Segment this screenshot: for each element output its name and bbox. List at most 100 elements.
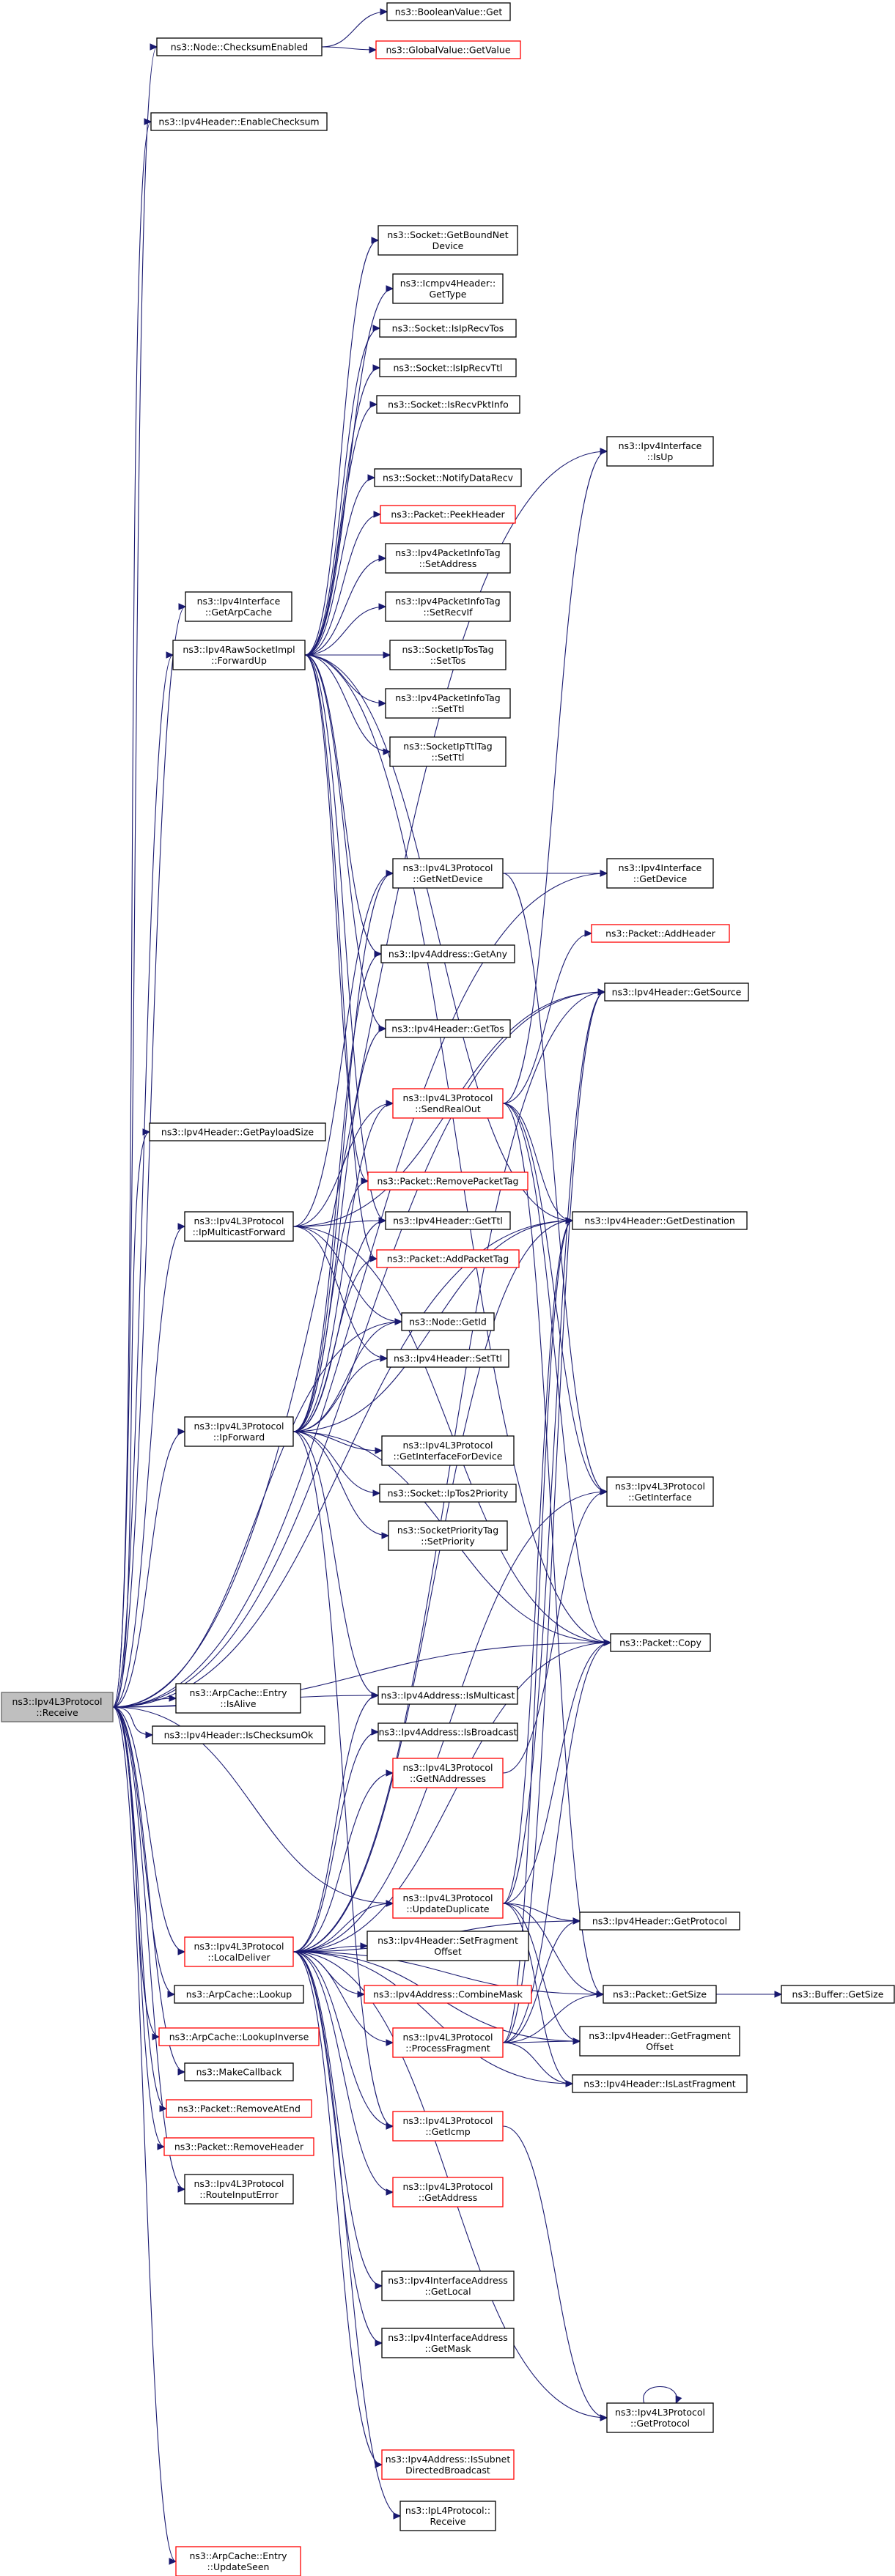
node-localDeliver[interactable]: ns3::Ipv4L3Protocol::LocalDeliver — [184, 1936, 294, 1967]
node-getSource[interactable]: ns3::Ipv4Header::GetSource — [604, 982, 749, 1002]
node-pktInfoSetAddress[interactable]: ns3::Ipv4PacketInfoTag::SetAddress — [385, 543, 511, 574]
node-booleanGet[interactable]: ns3::BooleanValue::Get — [386, 2, 511, 21]
node-box — [389, 640, 507, 670]
node-getTtl[interactable]: ns3::Ipv4Header::GetTtl — [385, 1211, 511, 1230]
node-setPriority[interactable]: ns3::SocketPriorityTag::SetPriority — [388, 1520, 508, 1551]
node-label: ns3::Ipv4Interface — [619, 440, 702, 451]
edge-receive-to-removeHeader — [112, 1706, 166, 2150]
node-isSubnetDirectedBroadcast[interactable]: ns3::Ipv4Address::IsSubnetDirectedBroadc… — [381, 2449, 515, 2480]
node-pktInfoSetRecvIf[interactable]: ns3::Ipv4PacketInfoTag::SetRecvIf — [385, 591, 511, 622]
node-getPayloadSize[interactable]: ns3::Ipv4Header::GetPayloadSize — [149, 1122, 326, 1141]
node-box — [367, 1172, 528, 1191]
node-getAny[interactable]: ns3::Ipv4Address::GetAny — [380, 944, 515, 963]
edge-line — [292, 953, 382, 1432]
node-nodeGetId[interactable]: ns3::Node::GetId — [401, 1312, 495, 1331]
node-addHeader[interactable]: ns3::Packet::AddHeader — [591, 924, 730, 943]
edge-line — [112, 873, 608, 1708]
node-checksumEnabled[interactable]: ns3::Node::ChecksumEnabled — [156, 37, 323, 56]
node-box — [175, 1683, 301, 1714]
edge-arrowhead — [360, 1942, 369, 1950]
node-addPacketTag[interactable]: ns3::Packet::AddPacketTag — [376, 1249, 520, 1268]
node-arpUpdateSeen[interactable]: ns3::ArpCache::Entry::UpdateSeen — [175, 2546, 301, 2576]
node-updateDuplicate[interactable]: ns3::Ipv4L3Protocol::UpdateDuplicate — [392, 1888, 504, 1919]
node-removeHeader[interactable]: ns3::Packet::RemoveHeader — [163, 2137, 314, 2156]
edge-localDeliver-to-l3GetAddress — [292, 1951, 394, 2196]
node-arpLookupInverse[interactable]: ns3::ArpCache::LookupInverse — [158, 2027, 320, 2046]
node-ifaceAddrGetMask[interactable]: ns3::Ipv4InterfaceAddress::GetMask — [381, 2328, 515, 2358]
node-getInterfaceForDevice[interactable]: ns3::Ipv4L3Protocol::GetInterfaceForDevi… — [381, 1435, 515, 1466]
node-packetCopy[interactable]: ns3::Packet::Copy — [610, 1633, 711, 1652]
node-removeAtEnd[interactable]: ns3::Packet::RemoveAtEnd — [166, 2099, 312, 2118]
edge-arrowhead — [378, 555, 387, 562]
node-processFragment[interactable]: ns3::Ipv4L3Protocol::ProcessFragment — [392, 2027, 504, 2058]
node-getArpCache[interactable]: ns3::Ipv4Interface::GetArpCache — [185, 591, 292, 622]
node-ipForward[interactable]: ns3::Ipv4L3Protocol::IpForward — [184, 1416, 294, 1447]
node-isIpRecvTos[interactable]: ns3::Socket::IsIpRecvTos — [379, 319, 517, 338]
node-ttlTagSetTtl[interactable]: ns3::SocketIpTtlTag::SetTtl — [389, 736, 507, 767]
node-getNAddresses[interactable]: ns3::Ipv4L3Protocol::GetNAddresses — [392, 1758, 504, 1788]
node-removePacketTag[interactable]: ns3::Packet::RemovePacketTag — [367, 1172, 528, 1191]
edge-line — [112, 606, 186, 1708]
edge-receive-to-localDeliver — [112, 1706, 186, 1955]
node-label: ns3::Ipv4L3Protocol — [615, 1481, 705, 1492]
node-ifaceAddrGetLocal[interactable]: ns3::Ipv4InterfaceAddress::GetLocal — [381, 2270, 515, 2301]
node-label: ::GetIcmp — [425, 2126, 470, 2137]
node-isLastFragment[interactable]: ns3::Ipv4Header::IsLastFragment — [572, 2074, 748, 2093]
edge-arrowhead — [597, 988, 606, 996]
node-ipMulticastForward[interactable]: ns3::Ipv4L3Protocol::IpMulticastForward — [184, 1211, 294, 1242]
node-notifyDataRecv[interactable]: ns3::Socket::NotifyDataRecv — [374, 468, 522, 487]
node-makeCallback[interactable]: ns3::MakeCallback — [184, 2062, 294, 2081]
node-peekHeader[interactable]: ns3::Packet::PeekHeader — [380, 505, 516, 524]
node-ipL4Receive[interactable]: ns3::IpL4Protocol::Receive — [399, 2501, 496, 2531]
node-isIpRecvTtl[interactable]: ns3::Socket::IsIpRecvTtl — [379, 358, 517, 377]
node-box — [388, 1520, 508, 1551]
node-label: ns3::Ipv4L3Protocol — [402, 1440, 493, 1451]
node-forwardUp[interactable]: ns3::Ipv4RawSocketImpl::ForwardUp — [172, 640, 306, 670]
node-setTtl[interactable]: ns3::Ipv4Header::SetTtl — [386, 1349, 509, 1368]
node-receive[interactable]: ns3::Ipv4L3Protocol::Receive — [1, 1692, 114, 1722]
edge-arrowhead — [565, 2080, 574, 2087]
node-getIcmp[interactable]: ns3::Ipv4L3Protocol::GetIcmp — [392, 2111, 504, 2142]
node-box — [149, 1122, 326, 1141]
node-getProtocol[interactable]: ns3::Ipv4Header::GetProtocol — [579, 1911, 740, 1931]
node-l3GetAddress[interactable]: ns3::Ipv4L3Protocol::GetAddress — [392, 2177, 504, 2207]
node-isRecvPktInfo[interactable]: ns3::Socket::IsRecvPktInfo — [376, 395, 520, 414]
node-sendRealOut[interactable]: ns3::Ipv4L3Protocol::SendRealOut — [392, 1088, 504, 1119]
node-globalGetValue[interactable]: ns3::GlobalValue::GetValue — [375, 40, 521, 59]
node-getDestination[interactable]: ns3::Ipv4Header::GetDestination — [572, 1211, 748, 1230]
edge-arrowhead — [380, 1355, 388, 1362]
edge-line — [112, 1706, 185, 1953]
node-arpIsAlive[interactable]: ns3::ArpCache::Entry::IsAlive — [175, 1683, 301, 1714]
node-l3GetNetDevice[interactable]: ns3::Ipv4L3Protocol::GetNetDevice — [392, 858, 504, 889]
node-isBroadcast[interactable]: ns3::Ipv4Address::IsBroadcast — [377, 1722, 518, 1742]
node-icmpGetType[interactable]: ns3::Icmpv4Header::GetType — [392, 273, 504, 304]
node-isMulticast[interactable]: ns3::Ipv4Address::IsMulticast — [377, 1686, 518, 1705]
node-arpLookup[interactable]: ns3::ArpCache::Lookup — [174, 1985, 304, 2004]
node-label: ns3::Socket::GetBoundNet — [387, 229, 508, 240]
node-enableChecksum[interactable]: ns3::Ipv4Header::EnableChecksum — [150, 112, 328, 131]
node-isChecksumOk[interactable]: ns3::Ipv4Header::IsChecksumOk — [152, 1725, 325, 1744]
node-l3GetInterface[interactable]: ns3::Ipv4L3Protocol::GetInterface — [606, 1476, 714, 1507]
edge-line — [112, 1706, 167, 2109]
edge-sendRealOut-to-addHeader — [502, 930, 593, 1104]
node-pktInfoSetTtl[interactable]: ns3::Ipv4PacketInfoTag::SetTtl — [385, 688, 511, 719]
node-ipTos2Priority[interactable]: ns3::Socket::IpTos2Priority — [379, 1484, 517, 1503]
node-label: ns3::Ipv4InterfaceAddress — [388, 2275, 508, 2286]
node-tosTagSetTos[interactable]: ns3::SocketIpTosTag::SetTos — [389, 640, 507, 670]
edge-line — [112, 1706, 394, 1904]
node-ifaceIsUp[interactable]: ns3::Ipv4Interface::IsUp — [606, 436, 714, 467]
node-getTos[interactable]: ns3::Ipv4Header::GetTos — [385, 1019, 511, 1038]
edge-localDeliver-to-isMulticast — [292, 1692, 380, 1953]
node-routeInputError[interactable]: ns3::Ipv4L3Protocol::RouteInputError — [184, 2174, 294, 2205]
node-label: ::SetTos — [430, 655, 466, 666]
node-packetGetSize[interactable]: ns3::Packet::GetSize — [603, 1985, 717, 2004]
node-bufferGetSize[interactable]: ns3::Buffer::GetSize — [781, 1985, 895, 2004]
node-label: ns3::Ipv4Header::EnableChecksum — [158, 116, 319, 127]
node-l3GetProtocol[interactable]: ns3::Ipv4L3Protocol::GetProtocol — [606, 2402, 714, 2433]
node-combineMask[interactable]: ns3::Ipv4Address::CombineMask — [364, 1985, 532, 2004]
node-ifaceGetDevice[interactable]: ns3::Ipv4Interface::GetDevice — [606, 858, 714, 889]
